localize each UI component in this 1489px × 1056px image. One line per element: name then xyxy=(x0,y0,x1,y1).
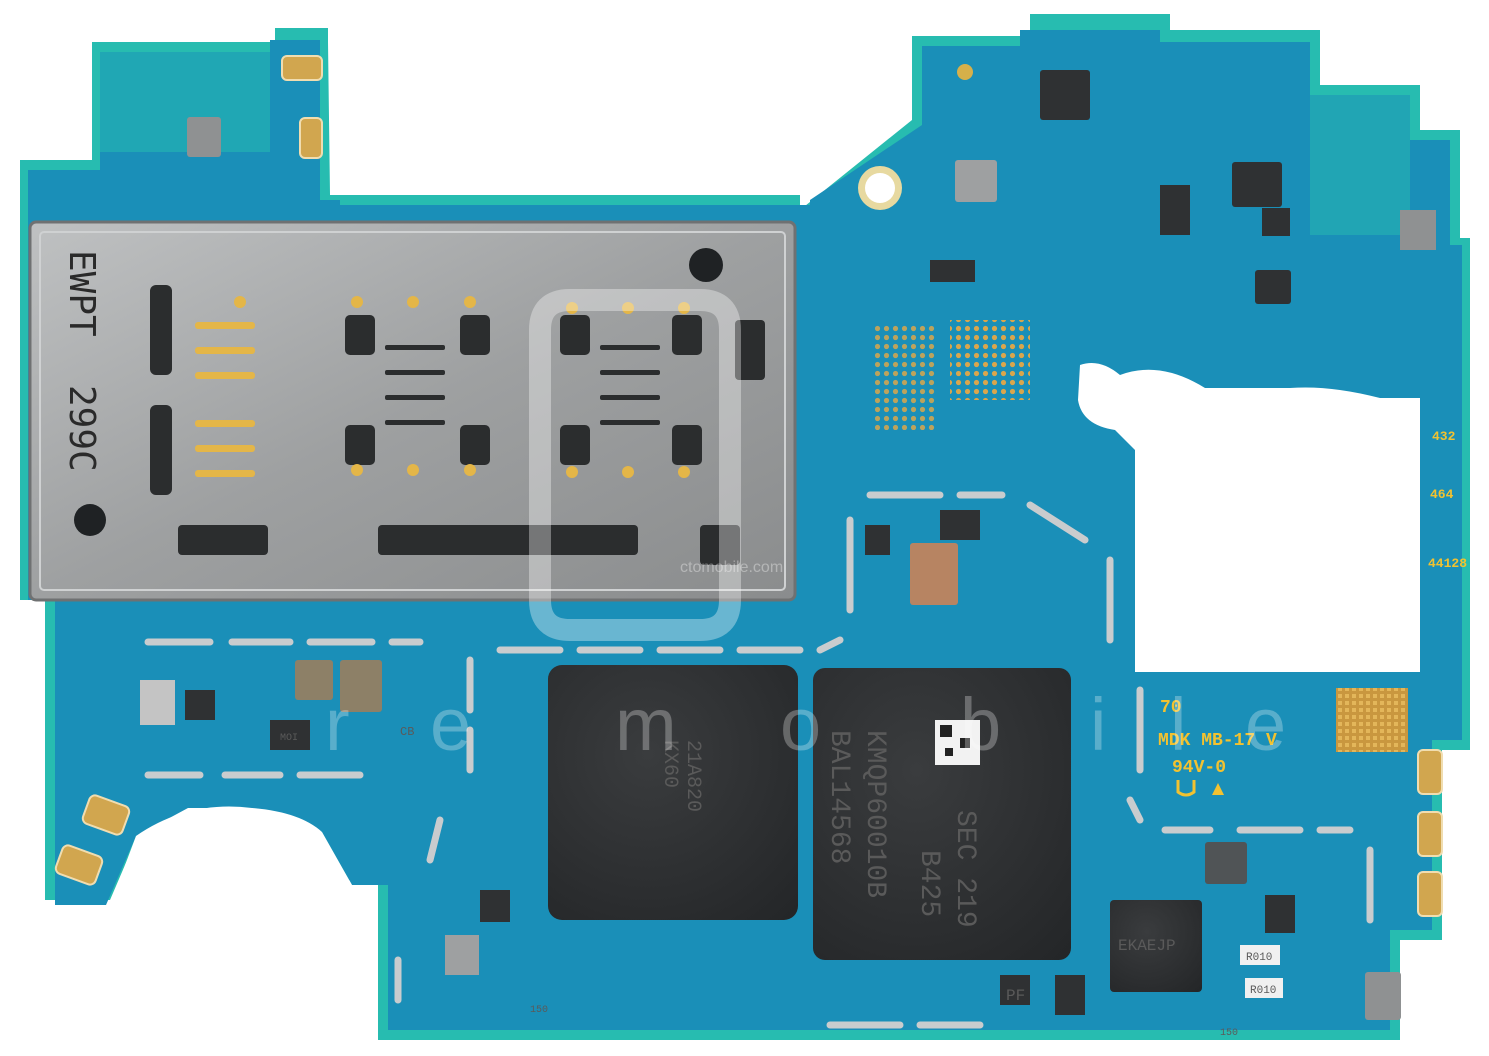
bga-land-pattern xyxy=(875,320,1030,430)
silk-line-2: MDK MB-17 V xyxy=(1158,731,1277,751)
antenna-clips xyxy=(54,55,1443,917)
watermark-url: ctomobile.com xyxy=(680,559,783,576)
pmic-marking: EKAEJP xyxy=(1118,937,1176,955)
silkscreen: 70 MDK MB-17 V 94V-0 432 464 44128 xyxy=(1158,429,1467,797)
sim-tray-connector: EWPT 299C xyxy=(28,220,797,602)
shield-fence xyxy=(144,491,1374,1029)
soc-chip: 21A820 KX60 xyxy=(548,665,798,920)
watermark-letter-5: b xyxy=(960,683,1001,766)
sim-gold-pins xyxy=(195,296,690,478)
memory-marking-2: B425 xyxy=(913,850,944,917)
resistor-label-2: R010 xyxy=(1250,985,1276,997)
resistor-label-1: R010 xyxy=(1246,952,1272,964)
gold-test-pad xyxy=(1336,688,1408,752)
watermark-letter-8: e xyxy=(1245,683,1286,766)
side-mark-1: 432 xyxy=(1432,429,1456,444)
memory-chip: SEC 219 B425 KMQP60010B BAL14568 xyxy=(813,668,1071,960)
sim-tray-label-2: 299C xyxy=(61,385,102,472)
component-labels: PF CB MOI 150 150 xyxy=(280,725,1238,1039)
warning-triangle xyxy=(1212,783,1224,795)
memory-marking-1: SEC 219 xyxy=(949,810,980,928)
side-mark-2: 464 xyxy=(1430,487,1454,502)
small-components xyxy=(140,70,1436,1020)
label-moi: MOI xyxy=(280,733,298,744)
sim-contacts xyxy=(150,285,765,565)
soc-marking-1: 21A820 xyxy=(681,740,704,812)
pmic-chip: EKAEJP xyxy=(1110,900,1202,992)
resistors: R010 R010 xyxy=(1240,945,1283,998)
memory-marking-3: KMQP60010B xyxy=(859,730,890,898)
soc-marking-2: KX60 xyxy=(658,740,681,788)
label-150-a: 150 xyxy=(530,1005,548,1016)
label-150-b: 150 xyxy=(1220,1028,1238,1039)
watermark-letter-6: i xyxy=(1090,683,1106,766)
mounting-hole xyxy=(858,64,973,210)
watermark-letter-4: o xyxy=(780,683,821,766)
memory-marking-4: BAL14568 xyxy=(823,730,854,864)
label-cb: CB xyxy=(400,725,414,739)
side-mark-3: 44128 xyxy=(1428,556,1467,571)
sim-tray-label-1: EWPT xyxy=(61,250,102,337)
label-pf: PF xyxy=(1006,987,1025,1005)
silk-line-3: 94V-0 xyxy=(1172,758,1226,778)
watermark-letter-7: l xyxy=(1170,683,1186,766)
watermark: ctomobile.com r e m o b i l e xyxy=(325,289,1286,766)
watermark-letter-1: r xyxy=(325,683,350,766)
watermark-letter-3: m xyxy=(615,683,677,766)
silk-line-1: 70 xyxy=(1160,698,1182,718)
watermark-letter-2: e xyxy=(430,683,471,766)
ul-mark xyxy=(1176,780,1196,797)
